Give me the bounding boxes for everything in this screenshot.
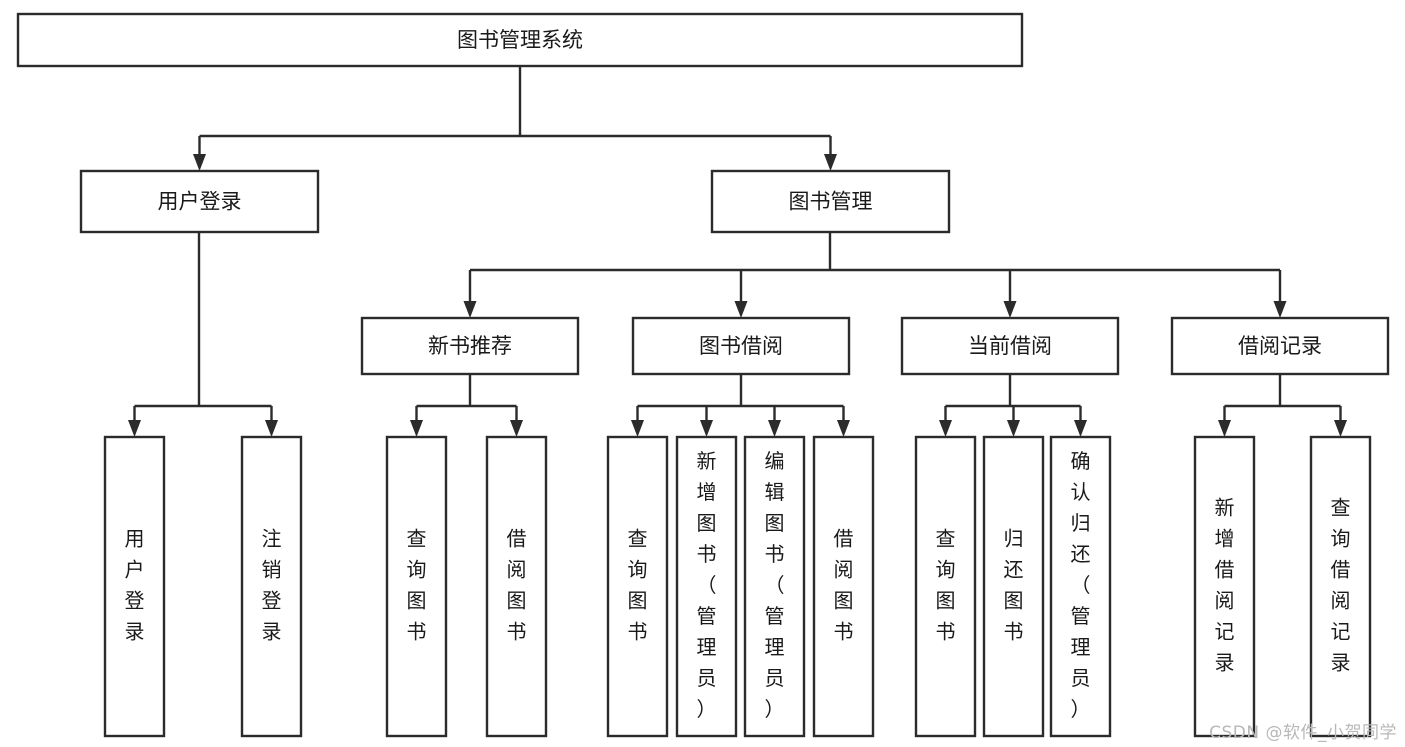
node-leaf-edit-book[interactable]: 编辑图书（管理员） xyxy=(743,435,806,738)
arrow-head-icon xyxy=(1273,301,1287,318)
node-leaf-query-book-recommend[interactable]: 查询图书 xyxy=(385,435,448,738)
node-book-borrow[interactable]: 图书借阅 xyxy=(631,316,851,376)
node-new-book-recommend[interactable]: 新书推荐 xyxy=(360,316,580,376)
node-label: 用户登录 xyxy=(158,190,242,214)
node-label: 查询借阅记录 xyxy=(1331,496,1351,675)
node-box[interactable] xyxy=(385,435,448,738)
node-leaf-user-login[interactable]: 用户登录 xyxy=(103,435,166,738)
arrow-head-icon xyxy=(510,420,523,437)
node-leaf-confirm-return[interactable]: 确认归还（管理员） xyxy=(1049,435,1112,738)
node-box[interactable] xyxy=(1309,435,1372,738)
arrow-head-icon xyxy=(1003,301,1017,318)
node-label: 编辑图书（管理员） xyxy=(765,449,785,721)
node-root-root[interactable]: 图书管理系统 xyxy=(16,12,1024,68)
node-box[interactable] xyxy=(900,316,1120,376)
arrow-head-icon xyxy=(463,301,477,318)
node-label: 新书推荐 xyxy=(428,334,512,358)
arrow-head-icon xyxy=(410,420,423,437)
arrow-head-icon xyxy=(1007,420,1020,437)
node-label: 借阅图书 xyxy=(834,527,854,644)
node-leaf-query-borrow-record[interactable]: 查询借阅记录 xyxy=(1309,435,1372,738)
node-box[interactable] xyxy=(812,435,875,738)
node-label: 归还图书 xyxy=(1004,527,1024,644)
node-box[interactable] xyxy=(710,169,951,234)
arrow-head-icon xyxy=(193,154,206,171)
arrow-head-icon xyxy=(939,420,952,437)
node-leaf-add-book[interactable]: 新增图书（管理员） xyxy=(675,435,738,738)
arrow-head-icon xyxy=(734,301,748,318)
node-box[interactable] xyxy=(103,435,166,738)
node-leaf-add-borrow-record[interactable]: 新增借阅记录 xyxy=(1193,435,1256,738)
node-box[interactable] xyxy=(1049,435,1112,738)
node-label: 借阅记录 xyxy=(1238,334,1322,358)
node-box[interactable] xyxy=(485,435,548,738)
connector-group xyxy=(463,232,1287,318)
connector-group xyxy=(1218,374,1347,437)
arrow-head-icon xyxy=(1074,420,1087,437)
node-box[interactable] xyxy=(79,169,320,234)
node-user-login[interactable]: 用户登录 xyxy=(79,169,320,234)
node-label: 注销登录 xyxy=(262,527,282,644)
node-box[interactable] xyxy=(743,435,806,738)
node-label: 查询图书 xyxy=(936,527,956,644)
node-box[interactable] xyxy=(240,435,303,738)
node-box[interactable] xyxy=(16,12,1024,68)
arrow-head-icon xyxy=(631,420,644,437)
node-box[interactable] xyxy=(675,435,738,738)
node-label: 用户登录 xyxy=(125,527,145,644)
connector-group xyxy=(939,374,1087,437)
node-box[interactable] xyxy=(914,435,977,738)
node-current-borrow[interactable]: 当前借阅 xyxy=(900,316,1120,376)
arrow-head-icon xyxy=(700,420,713,437)
node-label: 图书管理 xyxy=(789,190,873,214)
node-label: 借阅图书 xyxy=(507,527,527,644)
node-box[interactable] xyxy=(631,316,851,376)
arrow-head-icon xyxy=(128,420,141,437)
node-label: 图书管理系统 xyxy=(457,28,583,52)
arrow-head-icon xyxy=(768,420,781,437)
connector-group xyxy=(631,374,850,437)
node-box[interactable] xyxy=(360,316,580,376)
node-label: 查询图书 xyxy=(407,527,427,644)
node-label: 新增图书（管理员） xyxy=(697,449,717,721)
arrow-head-icon xyxy=(265,420,278,437)
arrow-head-icon xyxy=(824,154,837,171)
connector-group xyxy=(193,66,837,171)
node-layer: 图书管理系统用户登录图书管理新书推荐图书借阅当前借阅借阅记录用户登录注销登录查询… xyxy=(16,12,1390,738)
node-label: 图书借阅 xyxy=(699,334,783,358)
node-book-manage[interactable]: 图书管理 xyxy=(710,169,951,234)
arrow-head-icon xyxy=(1218,420,1231,437)
connector-layer xyxy=(128,66,1347,437)
node-borrow-record[interactable]: 借阅记录 xyxy=(1170,316,1390,376)
connector-group xyxy=(128,232,278,437)
arrow-head-icon xyxy=(837,420,850,437)
node-leaf-borrow-book-recommend[interactable]: 借阅图书 xyxy=(485,435,548,738)
node-leaf-borrow-book[interactable]: 借阅图书 xyxy=(812,435,875,738)
node-leaf-query-book-current[interactable]: 查询图书 xyxy=(914,435,977,738)
node-label: 查询图书 xyxy=(628,527,648,644)
arrow-head-icon xyxy=(1334,420,1347,437)
node-box[interactable] xyxy=(606,435,669,738)
node-label: 当前借阅 xyxy=(968,334,1052,358)
connector-group xyxy=(410,374,523,437)
node-leaf-logout-login[interactable]: 注销登录 xyxy=(240,435,303,738)
node-label: 新增借阅记录 xyxy=(1215,496,1235,675)
node-box[interactable] xyxy=(1170,316,1390,376)
node-leaf-return-book[interactable]: 归还图书 xyxy=(982,435,1045,738)
node-leaf-query-book-borrow[interactable]: 查询图书 xyxy=(606,435,669,738)
node-box[interactable] xyxy=(1193,435,1256,738)
node-box[interactable] xyxy=(982,435,1045,738)
node-label: 确认归还（管理员） xyxy=(1071,449,1091,721)
